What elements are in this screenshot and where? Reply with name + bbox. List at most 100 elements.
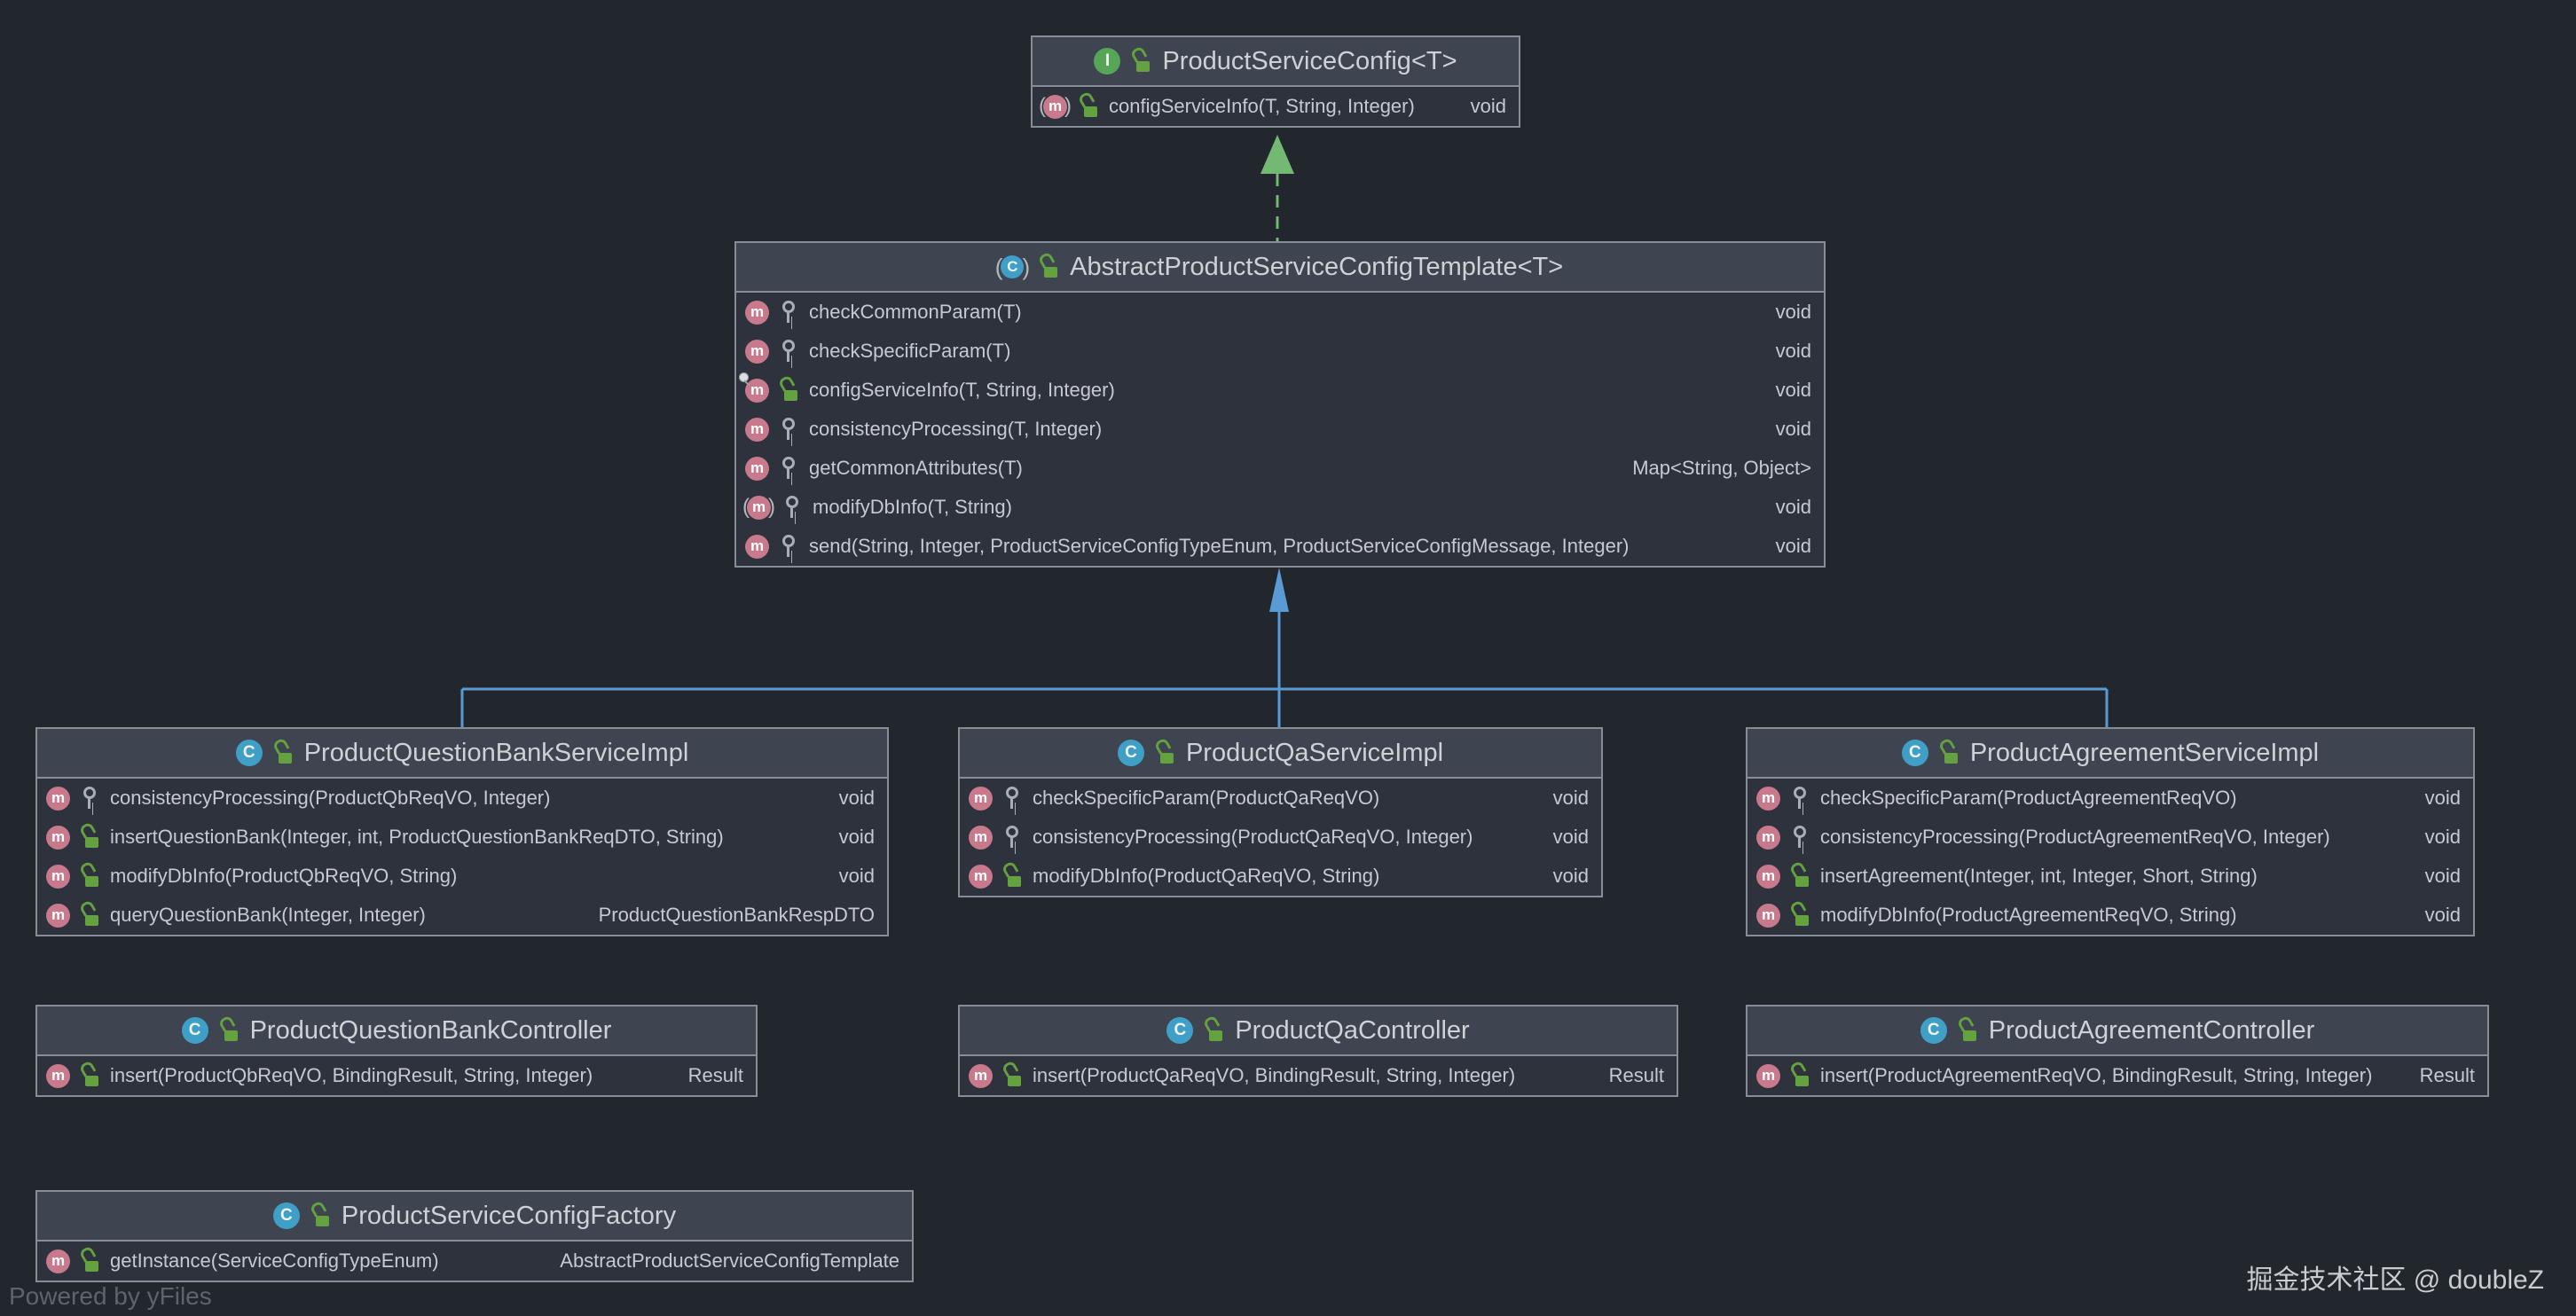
- public-open-lock-icon: [273, 740, 294, 766]
- method-return-type: void: [1552, 787, 1589, 809]
- method-row[interactable]: m queryQuestionBank(Integer, Integer) Prod…: [37, 896, 887, 935]
- public-open-lock-icon: [779, 377, 799, 403]
- public-open-lock-icon: [80, 902, 100, 928]
- method-return-type: Result: [687, 1064, 743, 1086]
- class-title: ProductAgreementController: [1988, 1015, 2315, 1045]
- class-node-product-service-config[interactable]: I ProductServiceConfig<T> (m) configService…: [1031, 35, 1520, 128]
- method-signature: configServiceInfo(T, String, Integer): [1109, 95, 1415, 117]
- class-title: ProductServiceConfig<T>: [1162, 46, 1457, 75]
- method-return-type: void: [1775, 535, 1811, 557]
- method-row[interactable]: (m)modifyDbInfo(T, String)void: [736, 488, 1824, 527]
- public-open-lock-icon: [1039, 254, 1059, 280]
- method-icon: m: [969, 864, 993, 889]
- method-return-type: void: [2424, 826, 2461, 848]
- realization-edge: [1261, 135, 1294, 241]
- abstract-method-icon: (m): [1039, 94, 1072, 119]
- method-signature: checkSpecificParam(ProductQaReqVO): [1033, 787, 1380, 809]
- class-title: ProductAgreementServiceImpl: [1969, 738, 2320, 767]
- method-icon: m: [46, 786, 70, 811]
- public-open-lock-icon: [219, 1017, 240, 1044]
- method-icon: m: [46, 903, 70, 928]
- method-icon: m: [745, 417, 769, 442]
- method-row[interactable]: (m) configServiceInfo(T, String, Integer)…: [1033, 87, 1519, 126]
- method-icon: m: [969, 1063, 993, 1088]
- protected-key-icon: [1002, 824, 1023, 850]
- overriding-method-icon: m: [739, 372, 769, 403]
- method-return-type: ProductQuestionBankRespDTO: [598, 904, 875, 926]
- method-row[interactable]: m checkSpecificParam(ProductAgreementReqV…: [1747, 779, 2473, 818]
- protected-key-icon: [779, 533, 799, 560]
- method-signature: queryQuestionBank(Integer, Integer): [110, 904, 426, 926]
- method-row[interactable]: m insert(ProductQbReqVO, BindingResult, S…: [37, 1056, 756, 1095]
- interface-icon: I: [1094, 48, 1121, 74]
- protected-key-icon: [1002, 785, 1023, 811]
- method-return-type: void: [838, 865, 875, 887]
- class-icon: C: [1117, 740, 1144, 766]
- class-title: ProductQaController: [1235, 1015, 1470, 1045]
- public-open-lock-icon: [1079, 93, 1099, 120]
- method-icon: m: [1756, 786, 1780, 811]
- method-signature: consistencyProcessing(ProductAgreementRe…: [1820, 826, 2330, 848]
- class-header-abstract-product-service-config-template[interactable]: (C)AbstractProductServiceConfigTemplate<…: [736, 243, 1824, 293]
- method-row[interactable]: m consistencyProcessing(ProductAgreementR…: [1747, 818, 2473, 857]
- method-signature: insert(ProductAgreementReqVO, BindingRes…: [1820, 1064, 2373, 1086]
- class-node-abstract-product-service-config-template[interactable]: (C)AbstractProductServiceConfigTemplate<…: [734, 241, 1826, 568]
- method-icon: m: [1756, 825, 1780, 850]
- method-signature: modifyDbInfo(ProductAgreementReqVO, Stri…: [1820, 904, 2237, 926]
- public-open-lock-icon: [1002, 1062, 1023, 1089]
- method-signature: modifyDbInfo(ProductQaReqVO, String): [1033, 865, 1380, 887]
- method-icon: m: [46, 825, 70, 850]
- method-row[interactable]: m checkSpecificParam(ProductQaReqVO) void: [960, 779, 1601, 818]
- method-return-type: void: [1775, 301, 1811, 323]
- method-return-type: void: [1552, 826, 1589, 848]
- protected-key-icon: [1790, 824, 1810, 850]
- method-icon: m: [46, 1249, 70, 1273]
- method-signature: consistencyProcessing(ProductQaReqVO, In…: [1033, 826, 1473, 848]
- method-signature: consistencyProcessing(T, Integer): [809, 418, 1103, 440]
- method-signature: checkSpecificParam(ProductAgreementReqVO…: [1820, 787, 2237, 809]
- method-icon: m: [969, 786, 993, 811]
- class-header-product-service-config[interactable]: I ProductServiceConfig<T>: [1033, 37, 1519, 87]
- class-icon: C: [272, 1202, 300, 1229]
- protected-key-icon: [1790, 785, 1810, 811]
- public-open-lock-icon: [80, 824, 100, 850]
- method-signature: insert(ProductQbReqVO, BindingResult, St…: [110, 1064, 593, 1086]
- override-pin-icon: [738, 372, 752, 386]
- protected-key-icon: [779, 416, 799, 443]
- method-icon: m: [46, 1063, 70, 1088]
- method-return-type: Map<String, Object>: [1632, 457, 1811, 479]
- method-icon: m: [745, 534, 769, 559]
